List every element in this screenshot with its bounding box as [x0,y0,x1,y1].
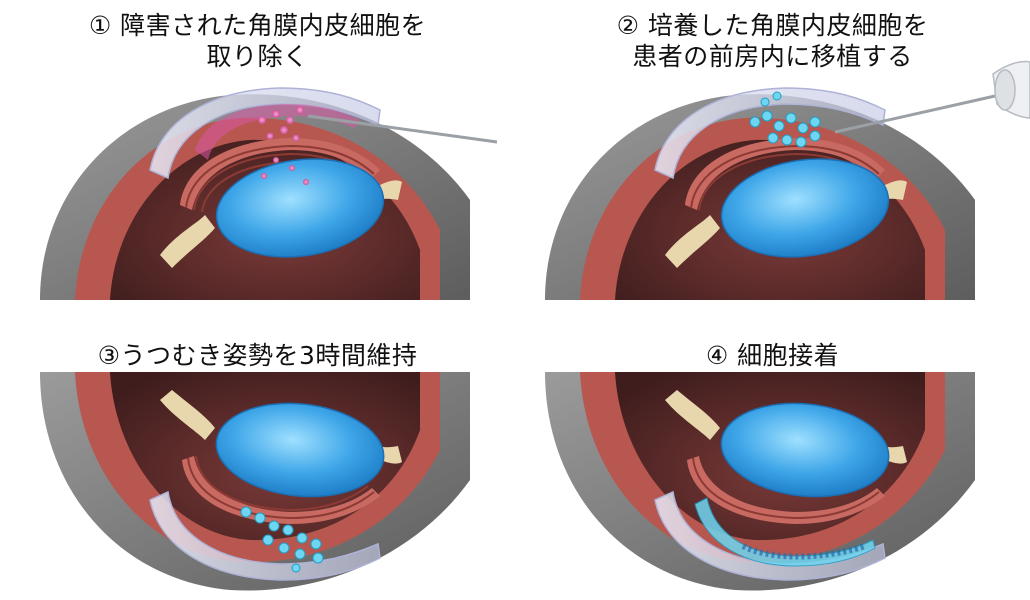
cornea [149,490,381,581]
lens [215,402,385,498]
panel-step-2: ② 培養した角膜内皮細胞を 患者の前房内に移植する [515,0,1030,300]
caption-step-4-line-1: ④ 細胞接着 [705,341,840,370]
caption-step-4: ④ 細胞接着 [515,340,1030,371]
caption-step-2-line-2: 患者の前房内に移植する [632,42,913,71]
settling-cells [240,506,324,573]
caption-step-1: ① 障害された角膜内皮細胞を 取り除く [0,10,515,72]
caption-step-3: ③うつむき姿勢を3時間維持 [0,340,515,371]
caption-step-2-line-1: ② 培養した角膜内皮細胞を [616,11,929,40]
caption-step-2: ② 培養した角膜内皮細胞を 患者の前房内に移植する [515,10,1030,72]
injection-needle [834,94,996,134]
lens [215,158,385,258]
panel-step-3: ③うつむき姿勢を3時間維持 [0,300,515,600]
iris [687,456,885,524]
cornea [654,87,886,180]
syringe [992,60,1030,119]
eye-cross-section-step-1 [40,87,498,300]
aspiration-needle [307,114,498,144]
cultured-cells [749,91,821,148]
panel-step-4: ④ 細胞接着 [515,300,1030,600]
zonule-upper [160,390,215,440]
iris [182,455,380,524]
cornea [654,490,886,581]
damaged-cells [258,106,309,185]
zonule-lower [160,215,215,268]
caption-step-3-line-1: ③うつむき姿勢を3時間維持 [97,341,418,370]
zonule-lower [665,215,720,268]
caption-step-1-line-1: ① 障害された角膜内皮細胞を [88,11,427,40]
zonule-upper [665,390,720,440]
caption-step-1-line-2: 取り除く [206,42,309,71]
eye-cross-section-step-4 [545,372,975,591]
panel-step-1: ① 障害された角膜内皮細胞を 取り除く [0,0,515,300]
lens [720,158,890,258]
eye-cross-section-step-2 [545,60,1030,300]
cornea [149,87,381,180]
lens [720,402,890,498]
eye-cross-section-step-3 [40,372,470,591]
